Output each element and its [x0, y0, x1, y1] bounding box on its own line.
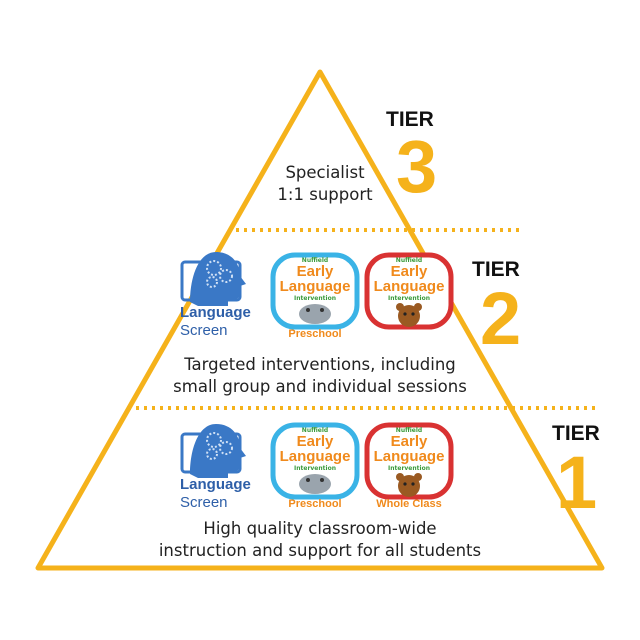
eli-whole-class-line2: Language [373, 448, 445, 465]
eli-preschool-logo: Nuffield Early Language Intervention Pre… [270, 252, 360, 342]
eli-whole-class-logo: Nuffield Early Language Intervention Who… [364, 422, 454, 512]
elephant-icon [299, 304, 331, 324]
eli-preschool-line1: Early [296, 263, 334, 280]
eli-preschool-line3: Intervention [294, 465, 336, 472]
tier1-description-line1: High quality classroom-wide [203, 519, 437, 538]
eli-whole-class-logo: Nuffield Early Language Intervention [364, 252, 454, 332]
eli-whole-class-sub: Whole Class [376, 498, 442, 510]
head-gears-icon [180, 252, 246, 306]
bear-icon [398, 305, 420, 327]
tier3-description-line1: Specialist [285, 163, 365, 182]
eli-whole-class-line3: Intervention [388, 295, 430, 302]
eli-whole-class-line2: Language [373, 278, 445, 295]
eli-preschool-top: Nuffield [301, 427, 329, 434]
eli-whole-class-line3: Intervention [388, 465, 430, 472]
language-screen-line2: Screen [180, 494, 228, 511]
language-screen-logo: Language Screen [176, 248, 266, 344]
bear-icon [398, 475, 420, 497]
tier3-label: TIER [386, 108, 434, 131]
head-gears-icon [180, 424, 246, 478]
tier2-description-line2: small group and individual sessions [173, 377, 467, 396]
eli-preschool-sub: Preschool [288, 328, 342, 340]
eli-whole-class-top: Nuffield [395, 257, 423, 264]
language-screen-line1: Language [180, 304, 251, 321]
tier3-description-line2: 1:1 support [277, 185, 373, 204]
eli-preschool-line3: Intervention [294, 295, 336, 302]
tier3-number: 3 [396, 125, 438, 208]
tier2-number: 2 [480, 277, 522, 360]
tier1-number: 1 [556, 441, 598, 524]
eli-preschool-line2: Language [279, 448, 351, 465]
tier1-description-line2: instruction and support for all students [158, 541, 482, 560]
language-screen-line2: Screen [180, 322, 228, 339]
eli-preschool-line1: Early [296, 433, 334, 450]
eli-whole-class-top: Nuffield [395, 427, 423, 434]
eli-preschool-top: Nuffield [301, 257, 329, 264]
eli-whole-class-line1: Early [390, 433, 428, 450]
tier3-description: Specialist 1:1 support [240, 162, 410, 206]
language-screen-logo: Language Screen [176, 420, 266, 516]
tier1-description: High quality classroom-wide instruction … [120, 518, 520, 562]
tier2-description-line1: Targeted interventions, including [184, 355, 456, 374]
elephant-icon [299, 474, 331, 494]
tier2-label: TIER [472, 258, 520, 281]
eli-preschool-sub: Preschool [288, 498, 342, 510]
tier1-label: TIER [552, 422, 600, 445]
eli-preschool-line2: Language [279, 278, 351, 295]
language-screen-line1: Language [180, 476, 251, 493]
eli-preschool-logo: Nuffield Early Language Intervention Pre… [270, 422, 360, 512]
tier2-description: Targeted interventions, including small … [150, 354, 490, 398]
eli-whole-class-line1: Early [390, 263, 428, 280]
